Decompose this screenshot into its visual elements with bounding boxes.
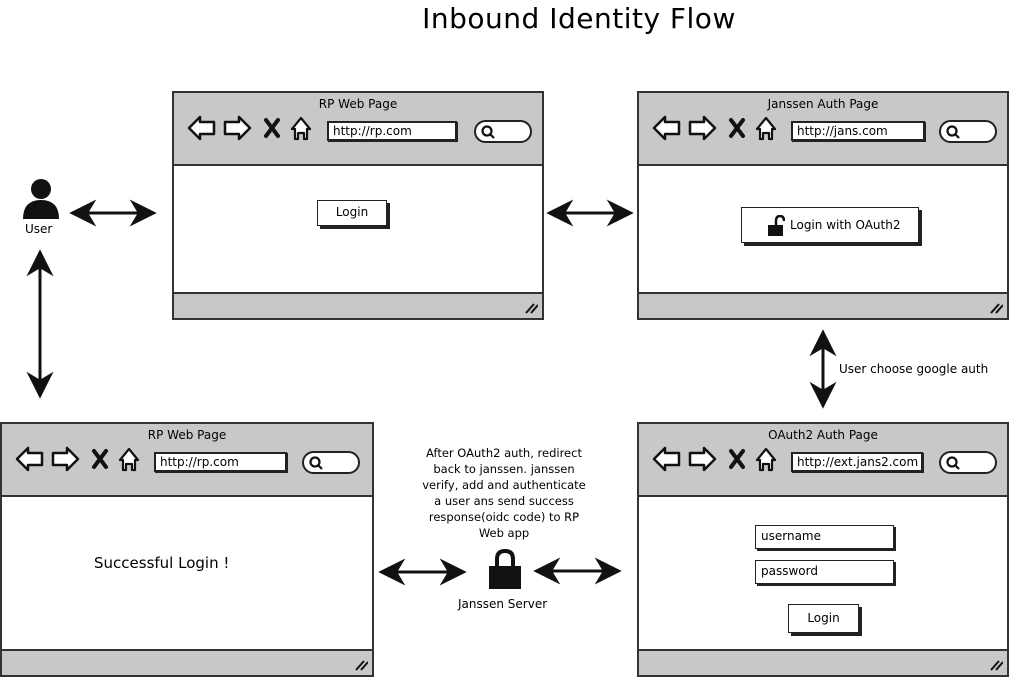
resize-grip-icon: [990, 303, 1003, 314]
search-box[interactable]: [302, 451, 360, 474]
login-with-oauth2-label: Login with OAuth2: [790, 218, 901, 232]
home-icon[interactable]: [118, 447, 140, 472]
diagram-title: Inbound Identity Flow: [422, 2, 736, 35]
note-line: Web app: [478, 526, 530, 540]
search-icon: [481, 125, 495, 139]
url-bar[interactable]: http://jans.com: [791, 121, 925, 141]
browser-nav-icons: [652, 446, 777, 472]
search-icon: [309, 456, 323, 470]
password-field[interactable]: password: [755, 560, 894, 584]
back-icon[interactable]: [652, 446, 681, 472]
browser-nav-icons: [652, 115, 777, 141]
status-bar: [639, 649, 1007, 675]
titlebar: Janssen Auth Page http://jans.com: [639, 93, 1007, 166]
login-button[interactable]: Login: [788, 604, 859, 633]
rp-window-top: RP Web Page http://rp.com Login: [172, 91, 544, 320]
search-box[interactable]: [939, 451, 997, 474]
forward-icon[interactable]: [688, 115, 717, 141]
status-bar: [2, 649, 372, 675]
login-button[interactable]: Login: [317, 200, 387, 226]
lock-icon: [489, 548, 521, 589]
resize-grip-icon: [355, 660, 368, 671]
server-note: After OAuth2 auth, redirect back to jans…: [412, 445, 596, 541]
note-line: back to janssen. janssen: [433, 462, 575, 476]
stop-icon[interactable]: [729, 118, 745, 138]
unlock-icon: [768, 215, 785, 236]
search-box[interactable]: [939, 120, 997, 143]
window-title: RP Web Page: [318, 97, 398, 111]
titlebar: RP Web Page http://rp.com: [174, 93, 542, 166]
home-icon[interactable]: [290, 116, 312, 141]
stop-icon[interactable]: [92, 449, 108, 469]
rp-window-bottom: RP Web Page http://rp.com Successful Log…: [0, 422, 374, 677]
login-with-oauth2-button[interactable]: Login with OAuth2: [741, 207, 919, 243]
window-title: RP Web Page: [147, 428, 227, 442]
back-icon[interactable]: [652, 115, 681, 141]
server-label: Janssen Server: [458, 597, 548, 611]
choose-auth-label: User choose google auth: [839, 362, 989, 376]
browser-nav-icons: [187, 115, 312, 141]
home-icon[interactable]: [755, 447, 777, 472]
stop-icon[interactable]: [264, 118, 280, 138]
titlebar: RP Web Page http://rp.com: [2, 424, 372, 497]
search-icon: [946, 125, 960, 139]
status-bar: [639, 292, 1007, 318]
search-icon: [946, 456, 960, 470]
url-bar[interactable]: http://rp.com: [327, 121, 457, 141]
window-title: Janssen Auth Page: [767, 97, 879, 111]
success-message: Successful Login !: [94, 554, 230, 572]
user-actor: User: [20, 176, 62, 236]
username-field[interactable]: username: [755, 525, 894, 549]
resize-grip-icon: [525, 303, 538, 314]
url-bar[interactable]: http://rp.com: [154, 452, 287, 472]
url-bar[interactable]: http://ext.jans2.com: [791, 452, 923, 472]
janssen-auth-window: Janssen Auth Page http://jans.com Login …: [637, 91, 1009, 320]
note-line: verify, add and authenticate: [422, 478, 586, 492]
back-icon[interactable]: [15, 446, 44, 472]
forward-icon[interactable]: [223, 115, 252, 141]
back-icon[interactable]: [187, 115, 216, 141]
browser-nav-icons: [15, 446, 140, 472]
note-line: After OAuth2 auth, redirect: [426, 446, 582, 460]
search-box[interactable]: [474, 120, 532, 143]
titlebar: OAuth2 Auth Page http://ext.jans2.com: [639, 424, 1007, 497]
window-title: OAuth2 Auth Page: [768, 428, 878, 442]
home-icon[interactable]: [755, 116, 777, 141]
status-bar: [174, 292, 542, 318]
user-icon: [23, 179, 59, 219]
forward-icon[interactable]: [51, 446, 80, 472]
stop-icon[interactable]: [729, 449, 745, 469]
note-line: a user ans send success: [434, 494, 574, 508]
resize-grip-icon: [990, 660, 1003, 671]
user-label: User: [25, 222, 53, 236]
note-line: response(oidc code) to RP: [428, 510, 580, 524]
oauth2-auth-window: OAuth2 Auth Page http://ext.jans2.com us…: [637, 422, 1009, 677]
forward-icon[interactable]: [688, 446, 717, 472]
